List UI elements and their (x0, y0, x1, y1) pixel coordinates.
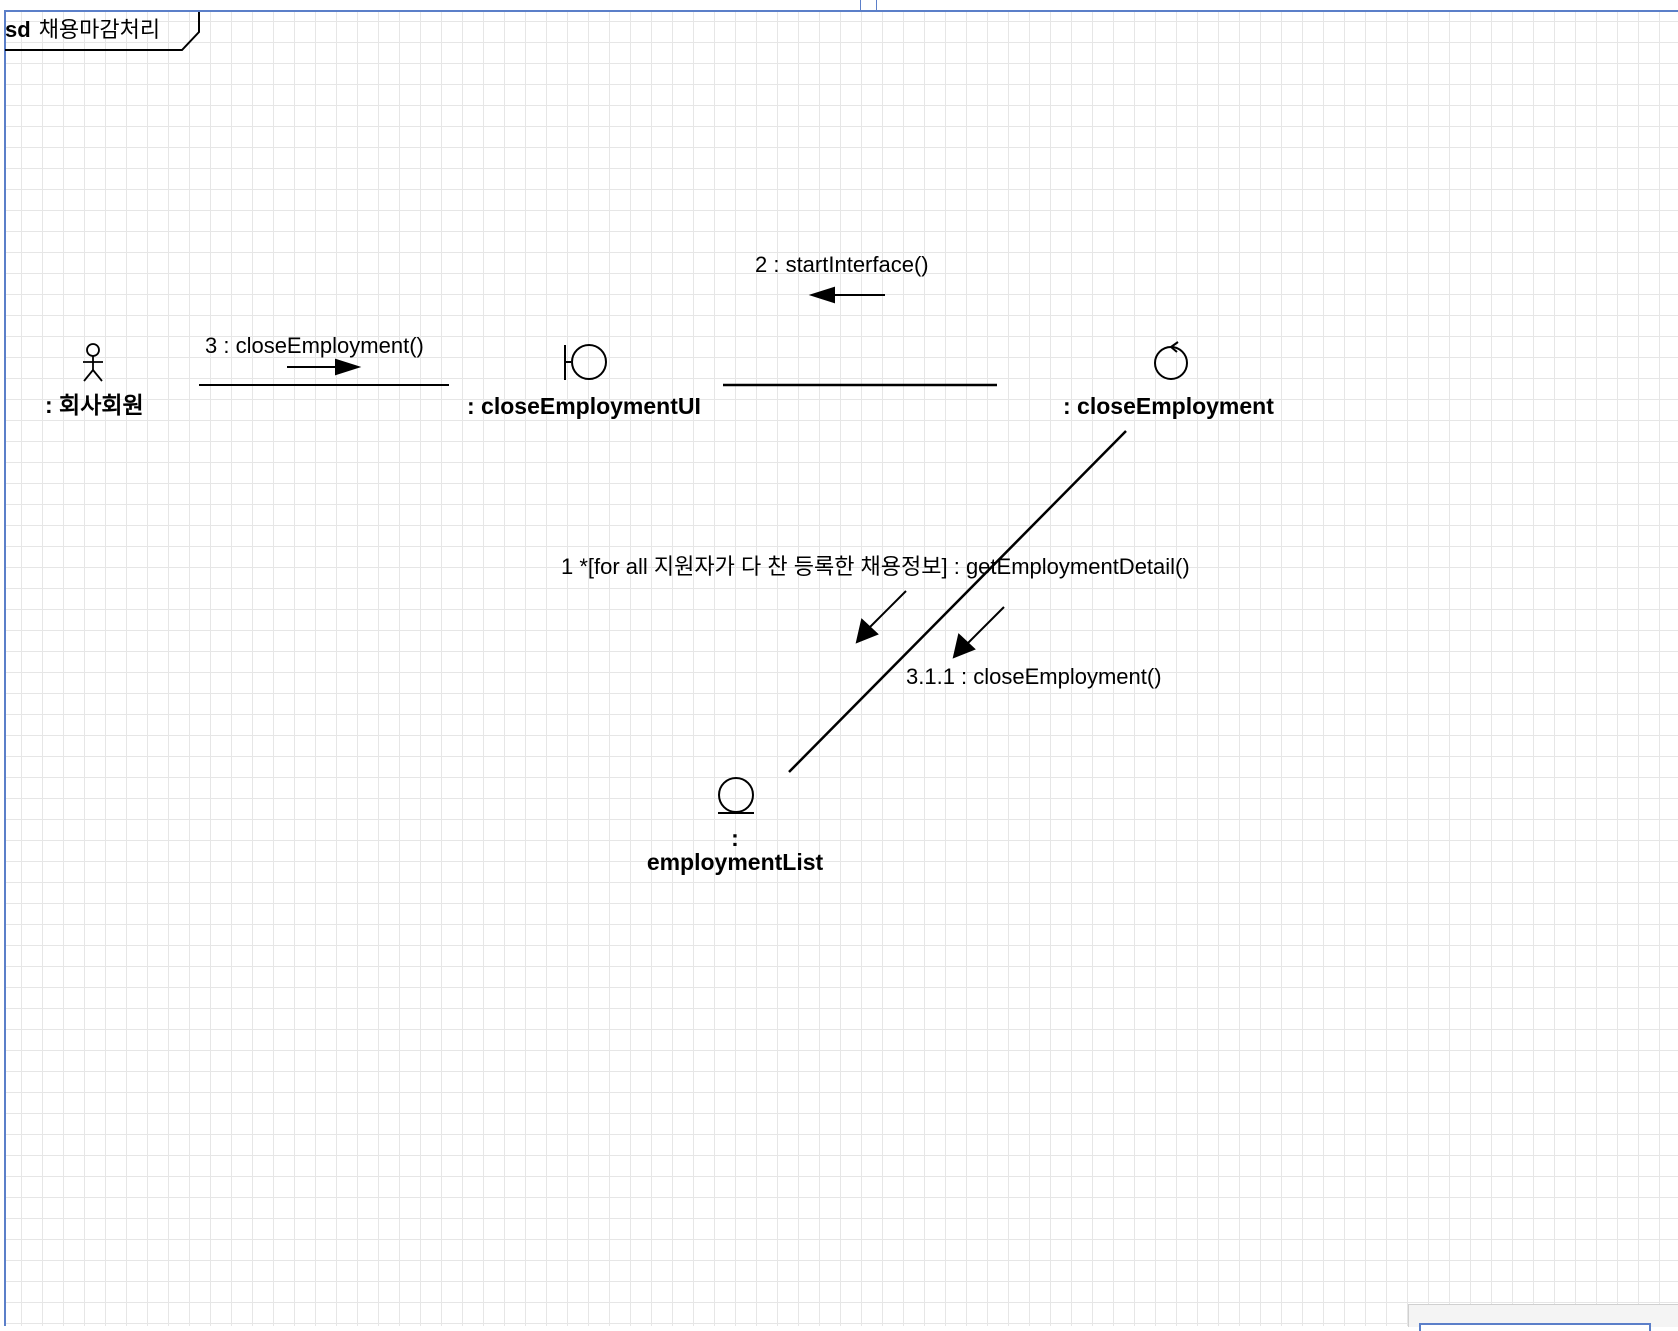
frame-keyword: sd (5, 17, 31, 42)
overview-minimap[interactable] (1408, 1304, 1678, 1331)
boundary-icon (564, 344, 607, 380)
control-object-name[interactable]: : closeEmployment (1063, 393, 1274, 419)
message-2-arrow (808, 286, 885, 304)
link-control-entity (788, 430, 1127, 773)
message-2-label[interactable]: 2 : startInterface() (755, 252, 929, 277)
message-3-1-1-label[interactable]: 3.1.1 : closeEmployment() (906, 664, 1162, 689)
minimap-viewport[interactable] (1419, 1323, 1651, 1331)
frame-tab-outline (5, 12, 200, 51)
entity-icon (718, 777, 754, 814)
message-1-arrow (855, 590, 907, 644)
message-3-label[interactable]: 3 : closeEmployment() (205, 333, 424, 358)
frame-name: 채용마감처리 (38, 17, 161, 42)
actor-stick-figure-icon (83, 343, 103, 382)
entity-name-colon: : (731, 825, 739, 851)
boundary-object-name[interactable]: : closeEmploymentUI (467, 393, 701, 419)
ruler-tick (860, 0, 861, 10)
frame-title: sd 채용마감처리 (5, 12, 160, 44)
entity-object-name[interactable]: : employmentList (645, 826, 825, 874)
message-1-label[interactable]: 1 *[for all 지원자가 다 찬 등록한 채용정보] : getEmpl… (561, 554, 1190, 579)
window-top-border (0, 0, 1678, 12)
message-3-arrow (287, 358, 362, 376)
ruler-tick (876, 0, 877, 10)
actor-name[interactable]: : 회사회원 (45, 392, 144, 418)
message-3-1-1-arrow (952, 606, 1005, 659)
control-icon (1154, 341, 1188, 380)
window-left-border (0, 10, 6, 1326)
entity-name-text: employmentList (646, 849, 824, 876)
